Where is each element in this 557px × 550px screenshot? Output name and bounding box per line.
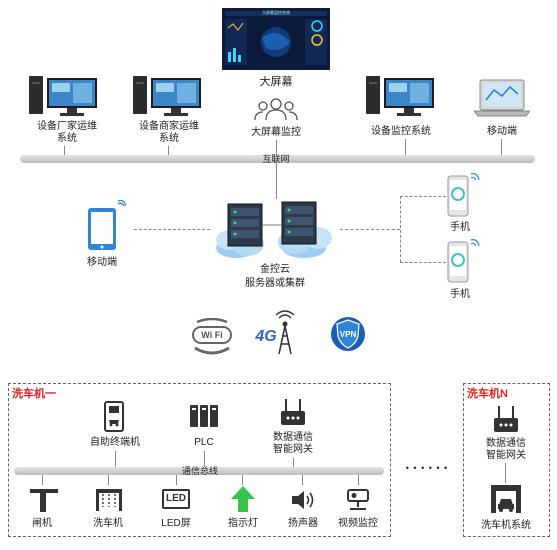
connector-line [176, 475, 177, 485]
connector-line [204, 451, 205, 467]
led-screen-icon: LED [162, 489, 190, 509]
phone-icon [446, 172, 480, 220]
gateway-icon [280, 397, 306, 427]
dealer-ops-label-line2: 系统 [159, 133, 179, 144]
car-wash-system-icon [489, 483, 523, 515]
led-icon-text: LED [166, 493, 186, 504]
dashed-connector [400, 262, 446, 263]
device-label-gate: 闸机 [32, 518, 52, 529]
site-n-system-label: 洗车机系统 [481, 520, 531, 531]
mobile-top-label: 移动端 [487, 126, 517, 137]
cloud-server-cluster-icon [210, 200, 340, 262]
dashed-connector [400, 196, 446, 197]
site-n-title: 洗车机N [467, 388, 508, 400]
connector-line [276, 140, 277, 156]
gateway-icon [493, 404, 519, 434]
connector-line [501, 139, 502, 156]
dealer-ops-label-line1: 设备商家运维 [139, 121, 199, 132]
bus-label: 通信总线 [181, 466, 218, 476]
plc-label: PLC [194, 437, 214, 448]
car-wash-machine-icon [94, 487, 124, 511]
connector-line [242, 475, 243, 485]
connector-line [108, 475, 109, 485]
vpn-text: VPN [339, 330, 357, 339]
phone1-label: 手机 [450, 222, 470, 233]
ellipsis-separator: • • • • • • [405, 463, 449, 473]
device-label-washer: 洗车机 [93, 518, 123, 529]
gate-barrier-icon [30, 486, 58, 512]
site-n-gateway-line1: 数据通信 [486, 438, 526, 449]
gateway-label-line1: 数据通信 [273, 432, 313, 443]
users-icon [254, 96, 298, 122]
connector-line [115, 451, 116, 467]
device-label-led: LED屏 [161, 518, 191, 529]
internet-label: 互联网 [262, 154, 290, 164]
connector-line [505, 463, 506, 483]
plc-icon [190, 404, 218, 428]
site-n-group [463, 383, 550, 537]
laptop-icon [472, 78, 532, 118]
terminal-label: 自助终端机 [90, 437, 140, 448]
dashboard-screen-icon [221, 7, 331, 71]
big-screen-label: 大屏幕 [259, 76, 293, 88]
communication-bus-bar [14, 467, 384, 475]
device-monitor-label: 设备监控系统 [371, 126, 431, 137]
vendor-ops-label-line2: 系统 [57, 133, 77, 144]
connector-line [293, 458, 294, 467]
dealer-ops-computer-icon [133, 74, 205, 118]
mobile-left-label: 移动端 [87, 257, 117, 268]
site-one-group [8, 383, 391, 537]
site-n-gateway-line2: 智能网关 [486, 450, 526, 461]
4g-text: 4G [255, 328, 277, 345]
phone-icon [446, 238, 480, 286]
security-camera-icon [344, 487, 372, 513]
dashed-connector [340, 229, 400, 230]
device-label-speaker: 扬声器 [288, 518, 318, 529]
vendor-ops-computer-icon [29, 74, 101, 118]
wifi-icon: Wi Fi [191, 317, 233, 356]
connector-line [358, 475, 359, 485]
device-label-camera: 视频监控 [338, 518, 378, 529]
connector-line [276, 163, 277, 199]
connector-line [42, 475, 43, 485]
4g-tower-icon: 4G [255, 310, 301, 356]
connector-line [405, 139, 406, 156]
wifi-text: Wi Fi [201, 330, 223, 340]
internet-bus-bar [20, 155, 535, 163]
gateway-label-line2: 智能网关 [273, 444, 313, 455]
dashed-connector [400, 196, 401, 262]
dashed-connector [134, 229, 210, 230]
device-monitor-computer-icon [366, 74, 438, 118]
self-service-terminal-icon [103, 401, 125, 433]
vpn-shield-icon: VPN [330, 314, 366, 354]
big-screen-display: 大屏幕监控系统 [221, 7, 331, 71]
cloud-label-line1: 金控云 [260, 264, 290, 275]
vendor-ops-label-line1: 设备厂家运维 [37, 121, 97, 132]
connector-line [64, 146, 65, 156]
big-screen-title: 大屏幕监控系统 [262, 10, 290, 15]
speaker-icon [290, 489, 316, 511]
site-one-title: 洗车机一 [12, 388, 56, 400]
device-label-indicator: 指示灯 [228, 518, 258, 529]
connector-line [168, 146, 169, 156]
indicator-light-arrow-icon [230, 485, 256, 513]
phone2-label: 手机 [450, 289, 470, 300]
cloud-label-line2: 服务器或集群 [245, 278, 305, 289]
big-screen-monitor-label: 大屏幕监控 [251, 127, 301, 138]
connector-line [302, 475, 303, 485]
tablet-icon [86, 199, 127, 252]
